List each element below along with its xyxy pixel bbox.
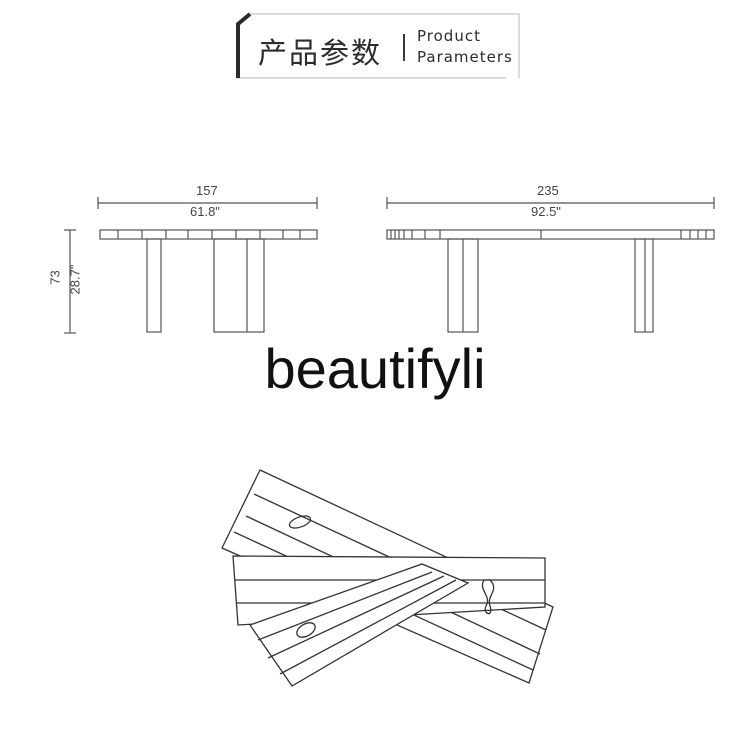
header-separator — [403, 34, 405, 61]
width-cm-label: 157 — [196, 183, 218, 198]
length-in-label: 92.5" — [531, 204, 561, 219]
header-title-en: Product Parameters — [417, 26, 513, 68]
header-title-cn: 产品参数 — [258, 36, 383, 70]
side-view — [386, 229, 715, 333]
top-view-slab-front — [248, 563, 470, 687]
brand-watermark: beautifyli — [264, 337, 486, 400]
width-dimension-line — [97, 197, 318, 209]
product-parameters-header: 产品参数 Product Parameters — [236, 12, 521, 80]
height-cm-label: 73 — [47, 270, 63, 285]
length-dimension-line — [386, 197, 715, 209]
header-frame — [236, 12, 520, 79]
width-in-label: 61.8" — [190, 204, 220, 219]
length-cm-label: 235 — [537, 183, 559, 198]
top-view — [221, 469, 554, 687]
header-title-en-line1: Product — [417, 27, 481, 45]
header-title-en-line2: Parameters — [417, 48, 513, 66]
front-view — [99, 229, 318, 333]
height-in-label: 28.7" — [67, 264, 83, 295]
height-dimension-line — [64, 229, 76, 334]
